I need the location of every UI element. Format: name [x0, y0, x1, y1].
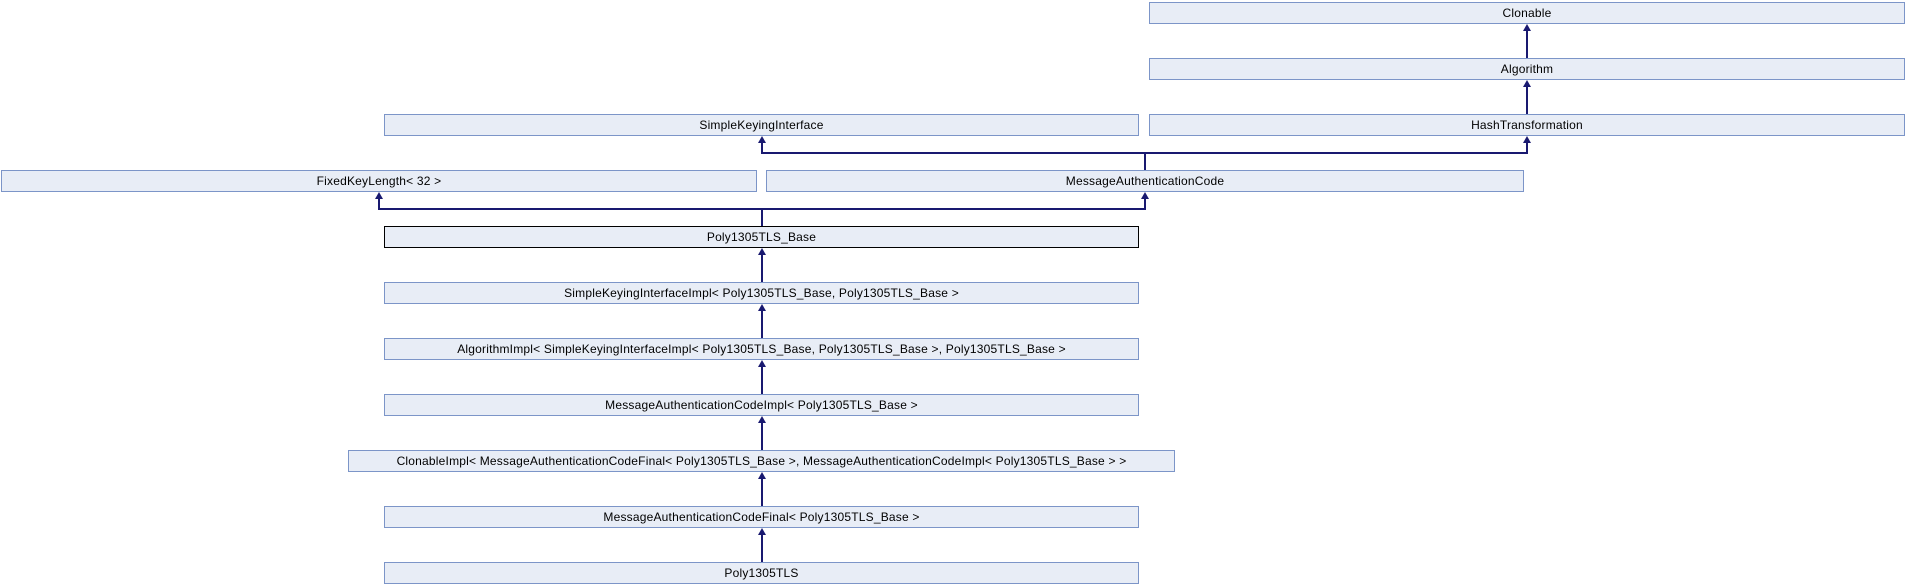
- inheritance-edge-segment: [761, 422, 763, 450]
- inheritance-edge-segment: [761, 366, 763, 394]
- class-node-label: ClonableImpl< MessageAuthenticationCodeF…: [396, 454, 1127, 468]
- inheritance-edge-segment: [761, 254, 763, 282]
- inheritance-edge-segment: [1526, 142, 1528, 154]
- inheritance-arrowhead: [758, 136, 766, 143]
- class-node-clonable-impl[interactable]: ClonableImpl< MessageAuthenticationCodeF…: [348, 450, 1175, 472]
- class-node-algorithm-impl[interactable]: AlgorithmImpl< SimpleKeyingInterfaceImpl…: [384, 338, 1139, 360]
- inheritance-edge-segment: [761, 210, 763, 226]
- class-node-label: Clonable: [1502, 6, 1552, 20]
- inheritance-arrowhead: [758, 304, 766, 311]
- inheritance-edge-segment: [761, 534, 763, 562]
- inheritance-edge-segment: [378, 198, 380, 210]
- class-node-poly1305tls-base: Poly1305TLS_Base: [384, 226, 1139, 248]
- inheritance-arrowhead: [1523, 80, 1531, 87]
- inheritance-edge-segment: [378, 208, 1146, 210]
- inheritance-arrowhead: [1523, 24, 1531, 31]
- class-node-label: HashTransformation: [1471, 118, 1583, 132]
- class-node-label: AlgorithmImpl< SimpleKeyingInterfaceImpl…: [457, 342, 1066, 356]
- inheritance-edge-segment: [1144, 198, 1146, 210]
- class-node-algorithm[interactable]: Algorithm: [1149, 58, 1905, 80]
- inheritance-edge-segment: [761, 142, 763, 154]
- class-node-label: SimpleKeyingInterface: [699, 118, 824, 132]
- class-node-hash-transformation[interactable]: HashTransformation: [1149, 114, 1905, 136]
- class-node-label: Poly1305TLS_Base: [706, 230, 817, 244]
- inheritance-edge-segment: [761, 152, 1528, 154]
- inheritance-edge-segment: [761, 478, 763, 506]
- class-node-message-authentication-code-final[interactable]: MessageAuthenticationCodeFinal< Poly1305…: [384, 506, 1139, 528]
- class-node-message-authentication-code[interactable]: MessageAuthenticationCode: [766, 170, 1524, 192]
- class-node-label: MessageAuthenticationCode: [1065, 174, 1225, 188]
- class-node-simple-keying-interface[interactable]: SimpleKeyingInterface: [384, 114, 1139, 136]
- inheritance-arrowhead: [758, 472, 766, 479]
- class-node-label: MessageAuthenticationCodeImpl< Poly1305T…: [605, 398, 918, 412]
- inheritance-arrowhead: [758, 528, 766, 535]
- inheritance-arrowhead: [758, 360, 766, 367]
- class-node-simple-keying-interface-impl[interactable]: SimpleKeyingInterfaceImpl< Poly1305TLS_B…: [384, 282, 1139, 304]
- inheritance-edge-segment: [1526, 30, 1528, 58]
- class-node-label: Poly1305TLS: [724, 566, 799, 580]
- class-node-poly1305tls[interactable]: Poly1305TLS: [384, 562, 1139, 584]
- inheritance-edge-segment: [1144, 154, 1146, 170]
- inheritance-arrowhead: [1141, 192, 1149, 199]
- class-node-message-authentication-code-impl[interactable]: MessageAuthenticationCodeImpl< Poly1305T…: [384, 394, 1139, 416]
- class-node-label: Algorithm: [1500, 62, 1554, 76]
- inheritance-edge-segment: [761, 310, 763, 338]
- class-node-clonable[interactable]: Clonable: [1149, 2, 1905, 24]
- class-node-label: SimpleKeyingInterfaceImpl< Poly1305TLS_B…: [564, 286, 959, 300]
- inheritance-arrowhead: [1523, 136, 1531, 143]
- class-node-label: MessageAuthenticationCodeFinal< Poly1305…: [603, 510, 920, 524]
- inheritance-arrowhead: [758, 416, 766, 423]
- class-node-label: FixedKeyLength< 32 >: [316, 174, 442, 188]
- inheritance-arrowhead: [758, 248, 766, 255]
- inheritance-arrowhead: [375, 192, 383, 199]
- class-node-fixed-key-length[interactable]: FixedKeyLength< 32 >: [1, 170, 757, 192]
- inheritance-edge-segment: [1526, 86, 1528, 114]
